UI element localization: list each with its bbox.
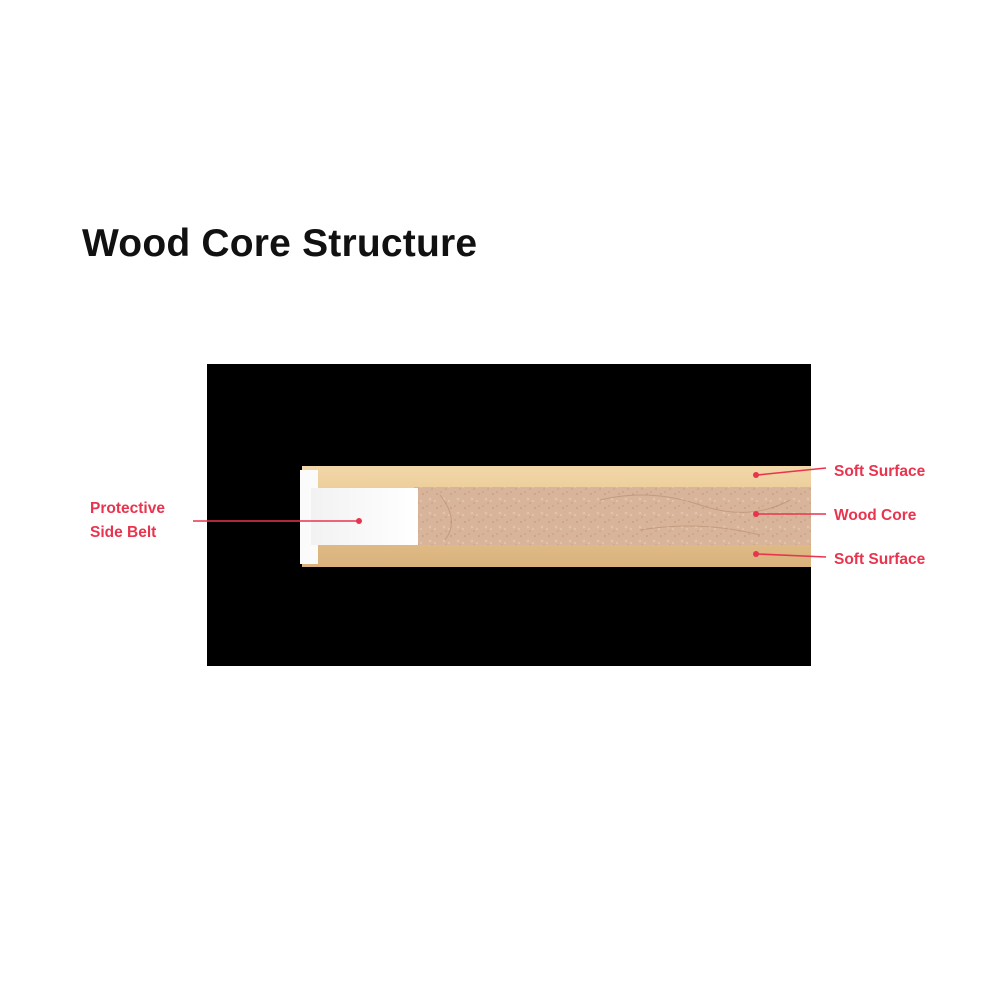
side-belt-insert	[311, 488, 418, 545]
page-title: Wood Core Structure	[82, 222, 478, 265]
callout-line	[756, 467, 827, 476]
callout-soft-surface-top: Soft Surface	[753, 463, 926, 480]
callout-line	[756, 553, 827, 558]
callout-label-side-belt-line1: Protective	[90, 500, 165, 517]
callout-soft-surface-bottom: Soft Surface	[753, 551, 926, 568]
board-cross-section	[300, 466, 811, 567]
callout-label-wood-core: Wood Core	[834, 507, 917, 524]
callout-wood-core: Wood Core	[753, 507, 917, 524]
wood-core-layer	[414, 487, 811, 545]
callout-label-soft-surface-bottom: Soft Surface	[834, 551, 926, 568]
callout-dot	[753, 511, 759, 517]
callout-side-belt: Protective Side Belt	[90, 500, 362, 541]
callout-label-soft-surface-top: Soft Surface	[834, 463, 926, 480]
callout-label-side-belt-line2: Side Belt	[90, 524, 156, 541]
callout-dot	[753, 551, 759, 557]
wood-grain-lines	[439, 494, 791, 541]
callout-dot	[356, 518, 362, 524]
callout-dot	[753, 472, 759, 478]
